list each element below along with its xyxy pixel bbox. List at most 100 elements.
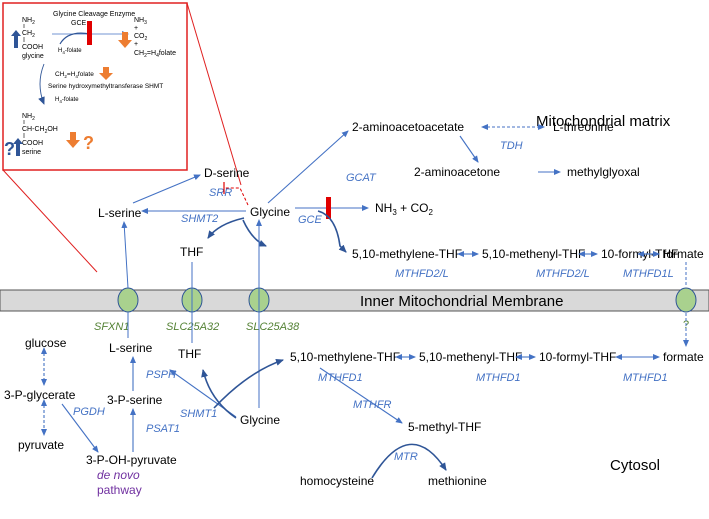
transporter-unknown-channel [675, 287, 697, 313]
enzyme-shmt1: SHMT1 [180, 408, 217, 420]
enzyme-shmt2: SHMT2 [181, 213, 218, 225]
region-cytosol-label: Cytosol [610, 457, 660, 474]
transporter-sfxn1-channel [117, 287, 139, 313]
enzyme-gcat: GCAT [346, 172, 377, 184]
arrow-3pglycerate-to-3pohpyruvate [61, 403, 99, 453]
arrow-lserine-to-dserine [132, 174, 201, 204]
metabolite-nh3-co2: NH3 + CO2 [375, 201, 433, 217]
metabolite-formyl-thf-cytosol: 10-formyl-THF [539, 350, 616, 364]
arrow-methylene-to-methylthf [319, 367, 403, 424]
down-arrow-icon [66, 132, 80, 148]
membrane-label: Inner Mitochondrial Membrane [360, 293, 563, 310]
enzyme-psph: PSPH [146, 369, 176, 381]
enzyme-gce: GCE [298, 214, 323, 226]
metabolite-thf-cytosol: THF [178, 347, 201, 361]
transporter-sfxn1-label: SFXN1 [94, 321, 129, 333]
question-mark-orange: ? [83, 133, 94, 153]
inset-pointer-line [186, 2, 242, 186]
arrow-gce-to-methylene [317, 210, 347, 253]
serine-ch: CH-CH2OH [22, 126, 58, 135]
inner-membrane: Inner Mitochondrial Membrane [0, 287, 709, 313]
product-nh3: NH3 [134, 17, 147, 26]
glycine-nh2: NH2 [22, 17, 35, 26]
enzyme-mthfd1-1: MTHFD1 [318, 372, 363, 384]
plus-sign: + [134, 25, 138, 32]
metabolite-methenyl-thf-cytosol: 5,10-methenyl-THF [419, 350, 522, 364]
metabolite-aminoacetone: 2-aminoacetone [414, 165, 500, 179]
inset-pointer-line [2, 169, 98, 273]
region-matrix-label: Mitochondrial matrix [536, 113, 671, 130]
arrow-glycine-to-aminoacetoacetate [267, 130, 349, 204]
product-ch2-folate: CH2=H4folate [134, 50, 176, 59]
glycine-ch2: CH2 [22, 30, 35, 39]
metabolite-methylglyoxal: methylglyoxal [567, 165, 640, 179]
h4folate-1: H4-folate [58, 48, 82, 55]
enzyme-mthfd1-3: MTHFD1 [623, 372, 668, 384]
metabolite-glucose: glucose [25, 336, 67, 350]
gce-inhibition-bar-matrix [326, 197, 331, 219]
metabolite-methylene-thf-matrix: 5,10-methylene-THF [352, 247, 462, 261]
enzyme-mthfd1l: MTHFD1L [623, 268, 674, 280]
metabolite-l-serine-cytosol: L-serine [109, 341, 153, 355]
arrow-aminoacetoacetate-to-aminoacetone [459, 135, 479, 163]
enzyme-srr: SRR [209, 187, 232, 199]
glycine-name: glycine [22, 53, 44, 60]
enzyme-tdh: TDH [500, 140, 523, 152]
label-pathway: pathway [97, 483, 142, 497]
arrow-shmt2-to-thf [207, 217, 245, 239]
gce-title: Glycine Cleavage Enzyme [53, 11, 135, 18]
arrow-mtr-homocysteine-to-methionine [371, 443, 447, 479]
inset-panel: NH2 CH2 COOH glycine Glycine Cleavage En… [2, 2, 242, 273]
gce-abbr: GCE [71, 20, 87, 27]
metabolite-glycine-cytosol: Glycine [240, 413, 280, 427]
metabolite-pyruvate: pyruvate [18, 438, 64, 452]
arrow-shmt1-to-methylene [213, 358, 284, 409]
up-arrow-icon [13, 138, 23, 156]
enzyme-mthfr: MTHFR [353, 399, 392, 411]
metabolite-methylene-thf-cytosol: 5,10-methylene-THF [290, 350, 400, 364]
enzyme-psat1: PSAT1 [146, 423, 180, 435]
metabolite-5-methyl-thf: 5-methyl-THF [408, 420, 481, 434]
metabolite-d-serine: D-serine [204, 166, 250, 180]
down-arrow-icon [118, 32, 132, 48]
metabolite-l-serine-matrix: L-serine [98, 206, 142, 220]
srr-inhibition [223, 182, 249, 206]
metabolite-3p-glycerate: 3-P-glycerate [4, 388, 76, 402]
serine-nh2: NH2 [22, 113, 35, 122]
metabolite-3p-oh-pyruvate: 3-P-OH-pyruvate [86, 453, 177, 467]
label-de-novo: de novo [97, 468, 140, 482]
gce-inhibition-bar [87, 21, 92, 45]
transport-sfxn1 [121, 221, 129, 289]
metabolite-thf-matrix: THF [180, 245, 203, 259]
enzyme-mtr: MTR [394, 451, 418, 463]
shmt-title: Serine hydroxymethyltransferase SHMT [48, 83, 163, 90]
question-mark-blue: ? [4, 139, 15, 159]
down-arrow-icon [99, 67, 113, 80]
metabolite-aminoacetoacetate: 2-aminoacetoacetate [352, 120, 464, 134]
serine-name: serine [22, 149, 41, 156]
transporter-slc25a32-label: SLC25A32 [166, 321, 219, 333]
enzyme-mthfd2l-1: MTHFD2/L [395, 268, 449, 280]
metabolite-3p-serine: 3-P-serine [107, 393, 163, 407]
arrow-shmt1-to-thf [201, 369, 237, 419]
up-arrow-icon [11, 30, 21, 48]
enzyme-mthfd1-2: MTHFD1 [476, 372, 521, 384]
serine-cooh: COOH [22, 140, 43, 147]
metabolite-glycine-matrix: Glycine [250, 205, 290, 219]
glycine-cooh: COOH [22, 44, 43, 51]
enzyme-mthfd2l-2: MTHFD2/L [536, 268, 590, 280]
product-co2: CO2 [134, 33, 148, 42]
metabolite-formate-matrix: formate [663, 247, 704, 261]
shmt-ch2-folate: CH2=H4folate [55, 71, 94, 79]
metabolite-formate-cytosol: formate [663, 350, 704, 364]
plus-sign: + [134, 41, 138, 48]
arrow-shmt2-to-methylene [242, 219, 267, 247]
transporter-slc25a38-label: SLC25A38 [246, 321, 300, 333]
metabolite-l-threonine: L-threonine [553, 120, 614, 134]
metabolite-methenyl-thf-matrix: 5,10-methenyl-THF [482, 247, 585, 261]
enzyme-pgdh: PGDH [73, 406, 105, 418]
h4folate-2: H4-folate [55, 97, 79, 104]
metabolite-methionine: methionine [428, 474, 487, 488]
metabolite-homocysteine: homocysteine [300, 474, 374, 488]
